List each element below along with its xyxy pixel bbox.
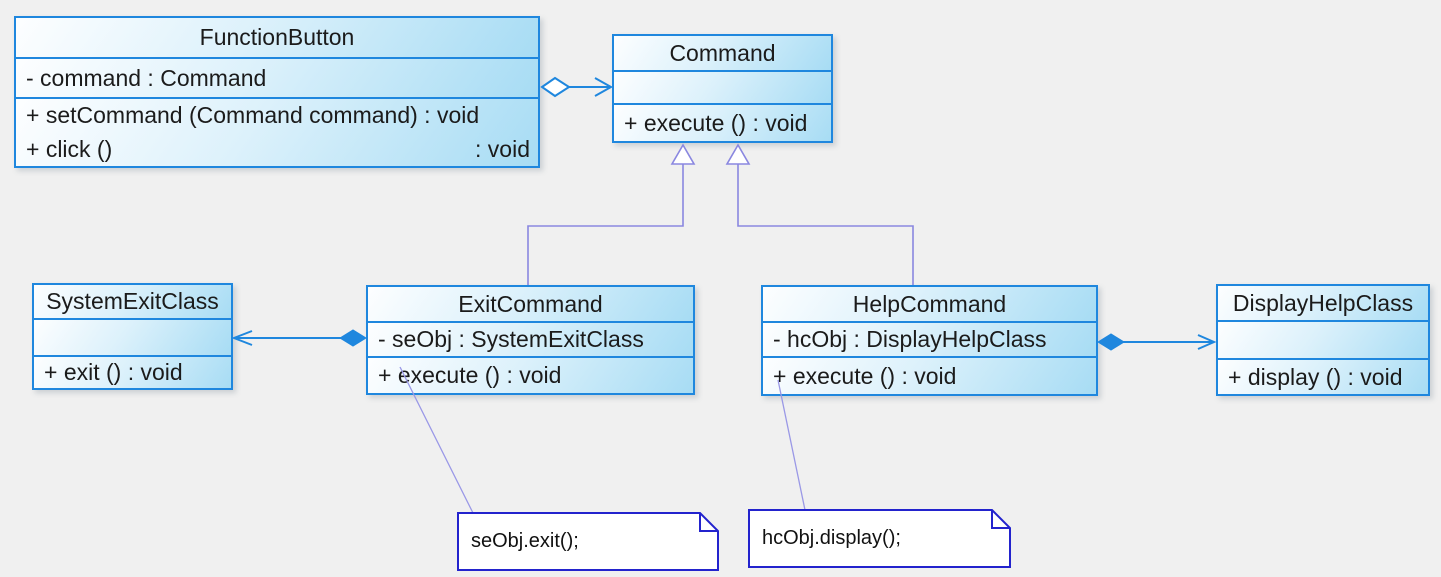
method-text: + execute () : void bbox=[378, 362, 562, 388]
attribute-text: - command : Command bbox=[26, 64, 267, 91]
method-row: + exit () : void bbox=[34, 357, 231, 388]
methods-compartment: + display () : void bbox=[1218, 358, 1428, 394]
method-row: + execute () : void bbox=[763, 358, 1096, 394]
attribute-row: - hcObj : DisplayHelpClass bbox=[763, 323, 1096, 356]
attributes-compartment: - command : Command bbox=[16, 57, 538, 97]
class-title: FunctionButton bbox=[16, 18, 538, 57]
method-row: + execute () : void bbox=[614, 105, 831, 141]
open-diamond bbox=[540, 76, 571, 98]
note-hcobj-display[interactable]: hcObj.display(); bbox=[749, 510, 1023, 567]
class-title: ExitCommand bbox=[368, 287, 693, 321]
attributes-compartment bbox=[1218, 320, 1428, 358]
generalization-line bbox=[737, 163, 914, 285]
generalization-connector-exitcommand-command[interactable] bbox=[527, 143, 696, 285]
attributes-compartment bbox=[34, 318, 231, 355]
class-box-systemexitclass[interactable]: SystemExitClass + exit () : void bbox=[32, 283, 233, 390]
class-title: Command bbox=[614, 36, 831, 70]
generalization-connector-helpcommand-command[interactable] bbox=[725, 143, 914, 285]
method-row: + click () : void bbox=[16, 133, 538, 167]
method-text: + display () : void bbox=[1228, 363, 1403, 390]
method-text: + exit () : void bbox=[44, 359, 183, 385]
attributes-compartment: - seObj : SystemExitClass bbox=[368, 321, 693, 356]
class-box-functionbutton[interactable]: FunctionButton - command : Command + set… bbox=[14, 16, 540, 168]
class-title: SystemExitClass bbox=[34, 285, 231, 318]
class-box-command[interactable]: Command + execute () : void bbox=[612, 34, 833, 143]
methods-compartment: + setCommand (Command command) : void + … bbox=[16, 97, 538, 166]
class-box-helpcommand[interactable]: HelpCommand - hcObj : DisplayHelpClass +… bbox=[761, 285, 1098, 396]
methods-compartment: + execute () : void bbox=[614, 103, 831, 141]
class-box-displayhelpclass[interactable]: DisplayHelpClass + display () : void bbox=[1216, 284, 1430, 396]
methods-compartment: + exit () : void bbox=[34, 355, 231, 388]
filled-diamond bbox=[1097, 333, 1125, 351]
class-box-exitcommand[interactable]: ExitCommand - seObj : SystemExitClass + … bbox=[366, 285, 695, 395]
method-return-text: : void bbox=[475, 135, 530, 162]
generalization-line bbox=[527, 163, 684, 285]
method-row: + display () : void bbox=[1218, 360, 1428, 394]
attributes-compartment bbox=[614, 70, 831, 103]
open-arrowhead bbox=[231, 330, 253, 346]
method-row: + execute () : void bbox=[368, 358, 693, 393]
method-text: + execute () : void bbox=[773, 362, 957, 389]
inheritance-triangle bbox=[670, 143, 696, 165]
attribute-row: - command : Command bbox=[16, 59, 538, 97]
method-text: + execute () : void bbox=[624, 109, 808, 136]
attribute-text: - seObj : SystemExitClass bbox=[378, 326, 644, 352]
methods-compartment: + execute () : void bbox=[763, 356, 1096, 394]
aggregation-connector-functionbutton-command[interactable] bbox=[540, 76, 614, 98]
class-title: HelpCommand bbox=[763, 287, 1096, 321]
note-text: hcObj.display(); bbox=[762, 527, 901, 549]
composition-connector-exitcommand-systemexitclass[interactable] bbox=[231, 329, 367, 347]
note-anchor-line-helpcommand[interactable] bbox=[777, 379, 806, 511]
open-arrowhead bbox=[594, 77, 614, 97]
inheritance-triangle bbox=[725, 143, 751, 165]
note-text: seObj.exit(); bbox=[471, 530, 579, 552]
composition-connector-helpcommand-displayhelpclass[interactable] bbox=[1097, 333, 1217, 351]
method-text: + setCommand (Command command) : void bbox=[26, 102, 480, 129]
methods-compartment: + execute () : void bbox=[368, 356, 693, 393]
attribute-text: - hcObj : DisplayHelpClass bbox=[773, 326, 1047, 352]
class-title: DisplayHelpClass bbox=[1218, 286, 1428, 320]
attributes-compartment: - hcObj : DisplayHelpClass bbox=[763, 321, 1096, 356]
method-text: + click () bbox=[26, 135, 113, 162]
open-arrowhead bbox=[1197, 334, 1217, 350]
note-seobj-exit[interactable]: seObj.exit(); bbox=[458, 513, 731, 570]
attribute-row: - seObj : SystemExitClass bbox=[368, 323, 693, 356]
method-row: + setCommand (Command command) : void bbox=[16, 99, 538, 133]
filled-diamond bbox=[339, 329, 367, 347]
